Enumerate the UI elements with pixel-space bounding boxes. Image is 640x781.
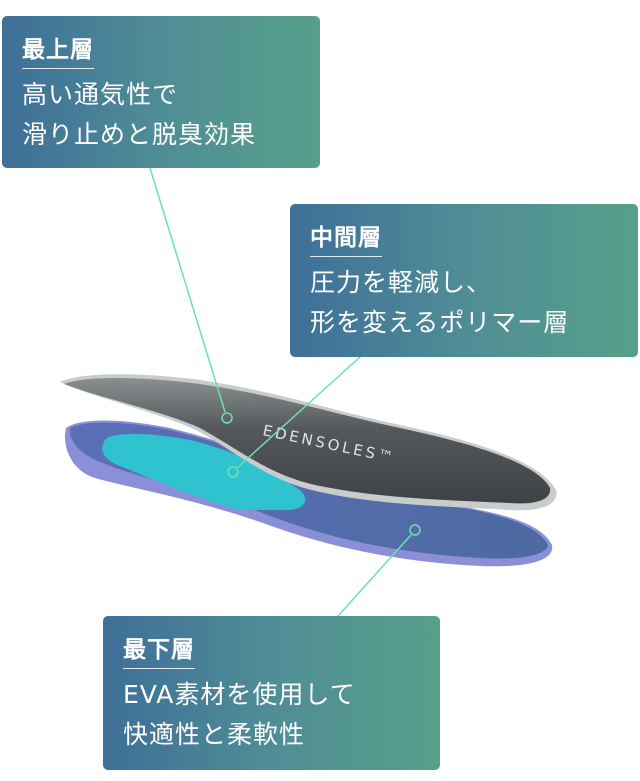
top-marker-icon <box>221 412 233 424</box>
callout-title: 中間層 <box>310 218 382 257</box>
bottom-leader-line <box>337 534 412 617</box>
callout-line: 滑り止めと脱臭効果 <box>22 120 257 149</box>
callout-line: 高い通気性で <box>22 80 179 109</box>
top-leader-line <box>149 167 226 413</box>
middle-layer <box>102 434 306 510</box>
callout-title: 最下層 <box>123 630 195 669</box>
top-layer-callout: 最上層 高い通気性で 滑り止めと脱臭効果 <box>2 16 320 168</box>
callout-line: 圧力を軽減し、 <box>310 268 493 297</box>
bottom-marker-icon <box>409 524 421 536</box>
callout-line: 形を変えるポリマー層 <box>310 308 570 337</box>
middle-layer-callout: 中間層 圧力を軽減し、 形を変えるポリマー層 <box>290 204 638 357</box>
callout-line: 快適性と柔軟性 <box>123 720 306 749</box>
middle-leader-line <box>236 356 361 469</box>
callout-line: EVA素材を使用して <box>123 680 356 709</box>
callout-title: 最上層 <box>22 30 94 69</box>
top-layer: EDENSOLES™ <box>60 374 557 511</box>
middle-marker-icon <box>227 466 239 478</box>
bottom-layer-callout: 最下層 EVA素材を使用して 快適性と柔軟性 <box>103 616 440 770</box>
